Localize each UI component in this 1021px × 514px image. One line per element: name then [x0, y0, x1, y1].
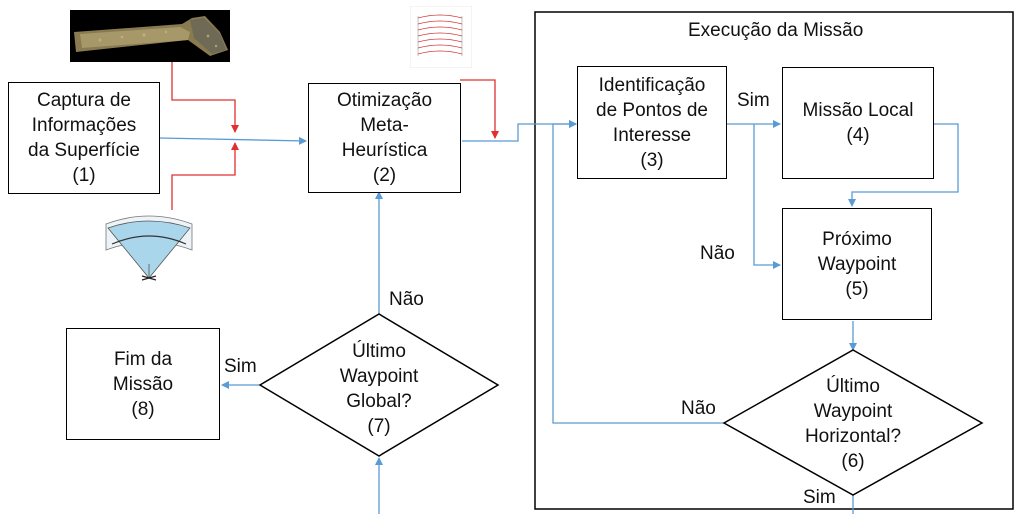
- local-mission-box: Missão Local (4): [782, 67, 934, 179]
- global-decision-line-1: Último: [352, 341, 406, 362]
- surface-capture-line-2: Informações: [31, 115, 137, 136]
- identification-line-2: de Pontos de: [596, 99, 708, 121]
- metaheuristic-optimization-box: Otimização Meta- Heurística (2): [308, 83, 461, 193]
- local-mission-to-next-waypoint-connector: [848, 123, 959, 207]
- last-horizontal-waypoint-text: Último Waypoint Horizontal? (6): [770, 370, 936, 478]
- optimization-line-3: Heurística: [341, 140, 428, 161]
- optimized-path-plot-thumbnail: [410, 6, 472, 68]
- optimization-line-2: Meta-: [360, 115, 409, 136]
- next-waypoint-line-1: Próximo: [822, 228, 892, 250]
- horizontal-decision-line-3: Horizontal?: [804, 426, 902, 447]
- next-waypoint-line-2: Waypoint: [817, 253, 897, 275]
- optimization-line-1: Otimização: [336, 90, 433, 111]
- local-mission-line-1: Missão Local: [802, 100, 914, 121]
- identification-line-3: Interesse: [612, 124, 692, 146]
- end-mission-line-1: Fim da: [113, 348, 173, 370]
- end-mission-line-2: Missão: [112, 373, 174, 395]
- global-decision-line-3: Global?: [346, 391, 412, 412]
- edge-label-sim-global: Sim: [224, 356, 257, 377]
- drone-coverage-sketch: [105, 215, 193, 281]
- optimization-to-identification-connector: [462, 120, 577, 142]
- edge-label-nao-next: Não: [700, 243, 735, 264]
- next-waypoint-number: (5): [845, 278, 869, 300]
- edge-label-nao-horizontal: Não: [681, 398, 716, 419]
- capture-to-optimization-connector: [159, 136, 307, 145]
- edge-label-sim-local: Sim: [737, 90, 770, 111]
- end-mission-box: Fim da Missão (8): [66, 328, 220, 440]
- last-horizontal-waypoint-decision-shape: [722, 349, 984, 496]
- horizontal-decision-line-1: Último: [826, 376, 880, 397]
- identification-to-next-waypoint-connector: [753, 124, 781, 269]
- optimization-number: (2): [372, 165, 397, 186]
- surface-capture-line-3: da Superfície: [28, 140, 140, 161]
- points-of-interest-box: Identificação de Pontos de Interesse (3): [577, 66, 727, 179]
- horizontal-no-loop-connector: [552, 120, 724, 424]
- drone-input-connector: [171, 142, 239, 210]
- last-global-waypoint-decision-shape: [258, 313, 500, 457]
- plot-input-connector: [460, 79, 499, 139]
- surface-capture-line-1: Captura de: [36, 90, 131, 111]
- next-waypoint-box: Próximo Waypoint (5): [782, 208, 932, 320]
- global-decision-line-2: Waypoint: [339, 366, 419, 387]
- identification-line-1: Identificação: [598, 74, 706, 96]
- last-global-waypoint-text: Último Waypoint Global? (7): [300, 334, 458, 444]
- horizontal-decision-number: (6): [841, 451, 865, 472]
- edge-label-nao-global: Não: [389, 289, 424, 310]
- surface-capture-number: (1): [72, 165, 96, 186]
- end-mission-number: (8): [131, 398, 155, 420]
- local-mission-number: (4): [846, 125, 870, 146]
- scan-input-connector: [171, 62, 239, 133]
- global-decision-number: (7): [367, 416, 391, 437]
- mission-execution-container: [534, 11, 1014, 510]
- point-cloud-scan-image: [70, 10, 230, 62]
- identification-number: (3): [640, 149, 664, 171]
- surface-capture-box: Captura de Informações da Superfície (1): [8, 82, 160, 194]
- edge-label-sim-horizontal: Sim: [803, 487, 836, 508]
- mission-execution-title: Execução da Missão: [688, 20, 864, 41]
- horizontal-decision-line-2: Waypoint: [813, 401, 893, 422]
